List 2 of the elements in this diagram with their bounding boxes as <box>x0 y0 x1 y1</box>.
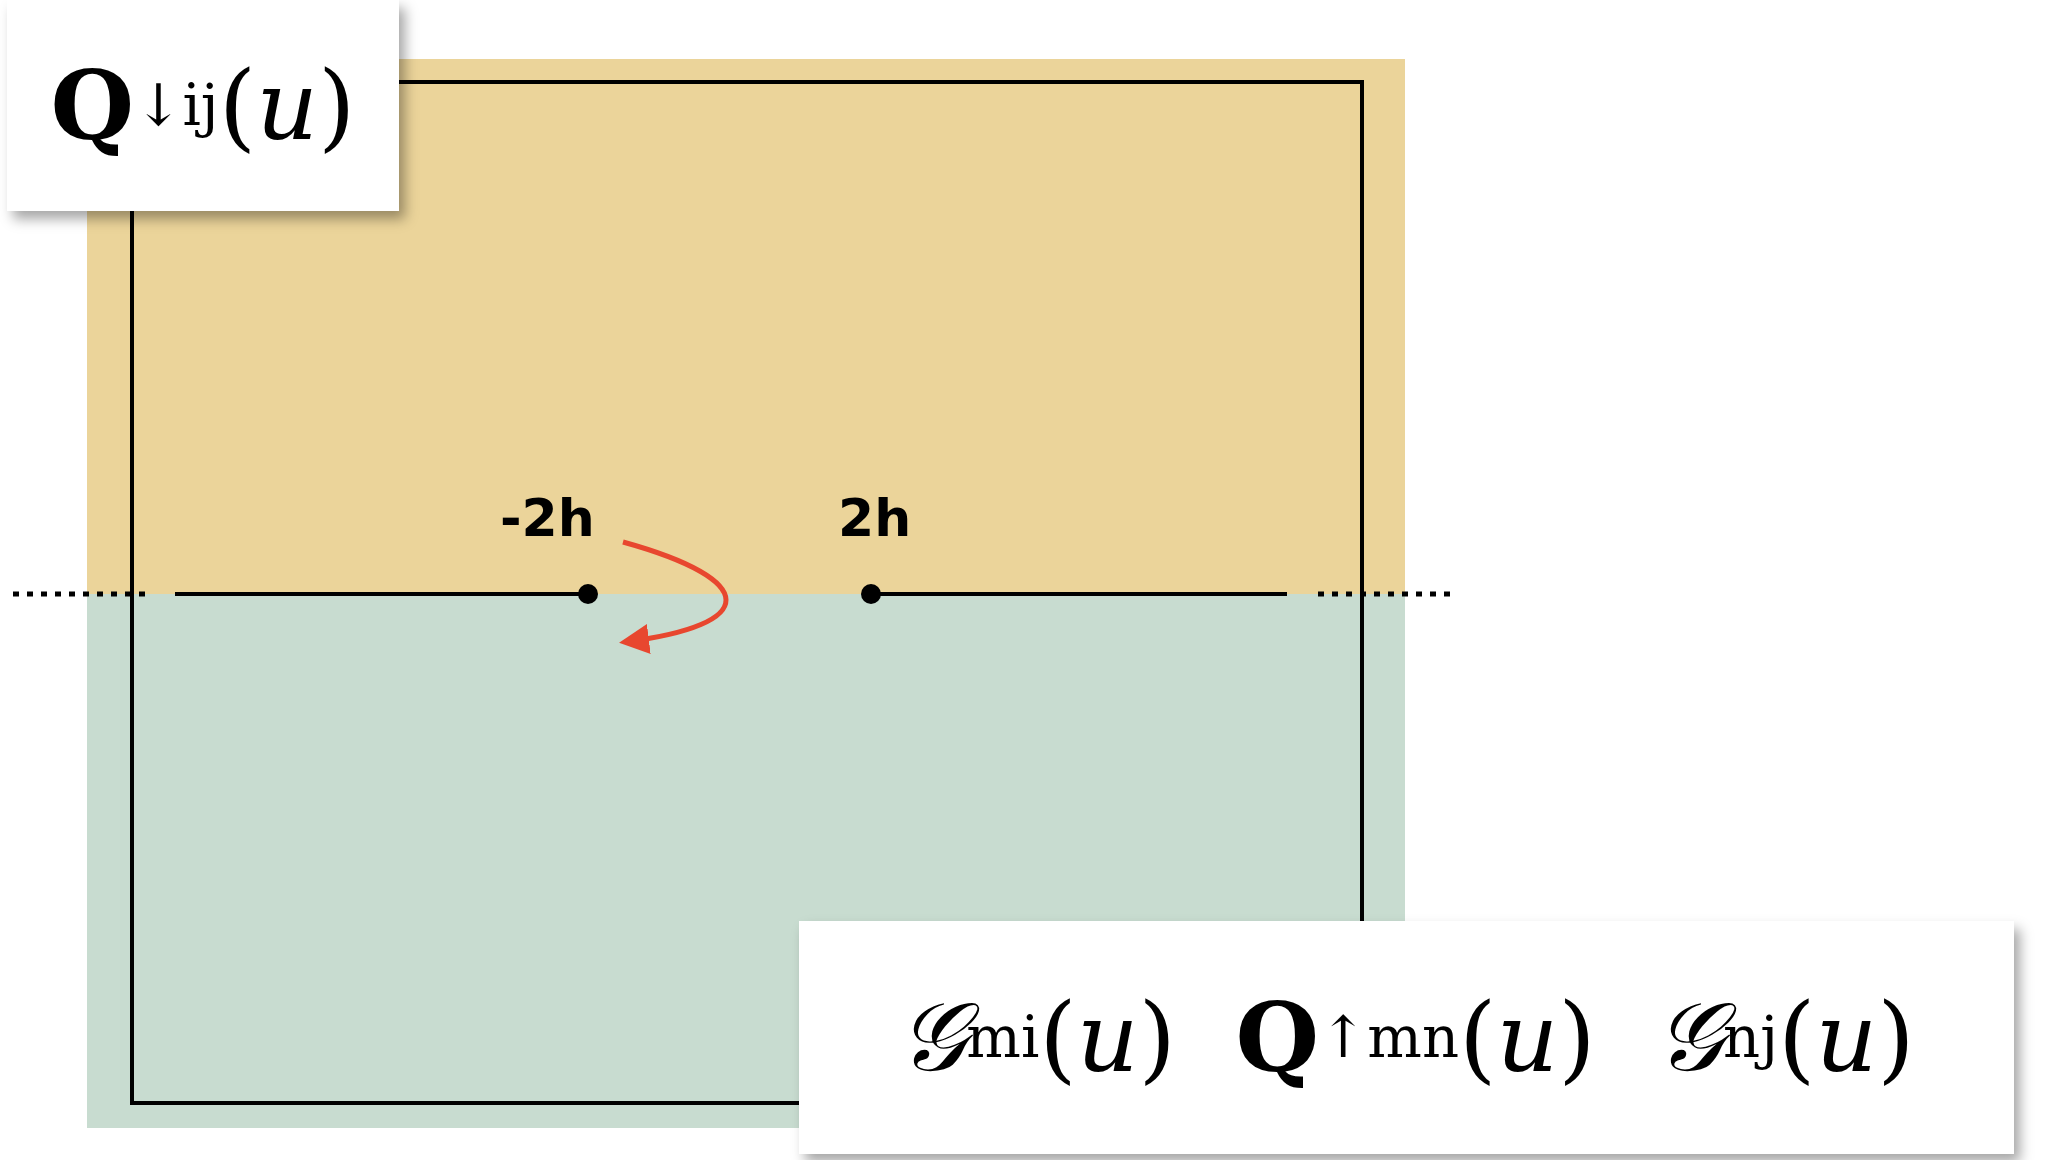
branch-point-label: 2h <box>838 488 912 548</box>
branch-point-label: -2h <box>500 488 595 548</box>
